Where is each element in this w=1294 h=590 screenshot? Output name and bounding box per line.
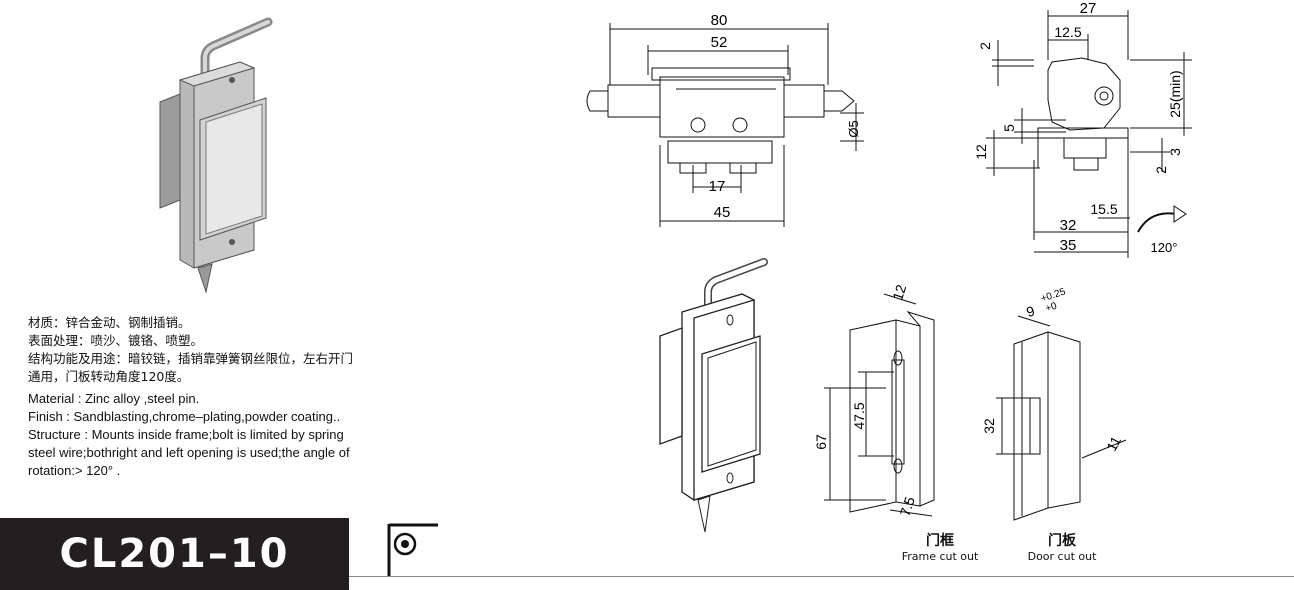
dim-phi5: Ø5 bbox=[846, 120, 861, 137]
dim-12: 12 bbox=[973, 144, 989, 160]
frame-cutout-drawing: 12 47.5 67 7.5 bbox=[813, 282, 935, 519]
dim-5: 5 bbox=[1001, 124, 1017, 132]
spec-material-en: Material : Zinc alloy ,steel pin. bbox=[28, 391, 200, 406]
door-tol-zero: +0 bbox=[1044, 300, 1059, 314]
door-cutout-caption: 门板 Door cut out bbox=[1012, 530, 1112, 563]
hinge-product-image-top bbox=[159, 17, 273, 294]
frame-caption-en: Frame cut out bbox=[901, 550, 979, 563]
frame-dim-12: 12 bbox=[889, 282, 909, 302]
dim-2-top: 2 bbox=[977, 42, 993, 50]
dim-12-5: 12.5 bbox=[1054, 24, 1081, 40]
spec-finish-cn: 表面处理：喷沙、镀铬、喷塑。 bbox=[28, 333, 204, 348]
spec-finish-en: Finish : Sandblasting,chrome–plating,pow… bbox=[28, 409, 341, 424]
angle-120: 120° bbox=[1151, 240, 1178, 255]
model-banner: CL201–10 bbox=[0, 518, 349, 590]
dim-32: 32 bbox=[1060, 217, 1077, 234]
spec-structure-en: Structure : Mounts inside frame;bolt is … bbox=[28, 427, 344, 442]
dim-27: 27 bbox=[1080, 0, 1097, 17]
door-caption-cn: 门板 bbox=[1048, 533, 1076, 549]
dim-2-bottom: 2 bbox=[1153, 166, 1169, 174]
spec-material-cn: 材质：锌合金动、钢制插销。 bbox=[28, 315, 191, 330]
door-caption-en: Door cut out bbox=[1027, 550, 1097, 563]
frame-dim-7-5: 7.5 bbox=[897, 495, 918, 519]
side-view-drawing: 27 12.5 2 5 25(min) 12 3 2 15.5 32 35 12… bbox=[973, 0, 1192, 258]
door-dim-32: 32 bbox=[981, 418, 997, 434]
spec-structure-cn-2: 通用，门板转动角度120度。 bbox=[28, 369, 190, 384]
frame-dim-67: 67 bbox=[813, 434, 829, 450]
spec-rotation-en: rotation:> 120° . bbox=[28, 463, 121, 478]
door-cutout-drawing: 9 +0.25 +0 32 11 bbox=[981, 286, 1127, 521]
frame-caption-cn: 门框 bbox=[926, 533, 954, 549]
dim-45: 45 bbox=[714, 204, 731, 221]
door-dim-9: 9 bbox=[1024, 302, 1037, 320]
logo-mark bbox=[387, 523, 438, 576]
dim-52: 52 bbox=[711, 34, 728, 51]
dim-3: 3 bbox=[1167, 148, 1183, 156]
dim-15-5: 15.5 bbox=[1090, 201, 1117, 217]
dim-17: 17 bbox=[709, 178, 726, 195]
bottom-rule bbox=[349, 576, 1294, 577]
spec-structure-cn: 结构功能及用途：暗铰链，插销靠弹簧钢丝限位，左右开门 bbox=[28, 351, 354, 366]
model-number: CL201–10 bbox=[59, 531, 290, 577]
spec-structure-en-2: steel wire;bothright and left opening is… bbox=[28, 445, 350, 460]
top-view-drawing: 80 52 17 45 Ø5 bbox=[586, 12, 864, 227]
dim-35: 35 bbox=[1060, 237, 1077, 254]
frame-cutout-caption: 门框 Frame cut out bbox=[890, 530, 990, 563]
dim-25-min: 25(min) bbox=[1167, 70, 1183, 117]
dim-80: 80 bbox=[711, 12, 728, 29]
frame-dim-47-5: 47.5 bbox=[851, 402, 867, 429]
hinge-product-image-bottom bbox=[659, 258, 768, 533]
door-dim-11: 11 bbox=[1103, 433, 1124, 454]
